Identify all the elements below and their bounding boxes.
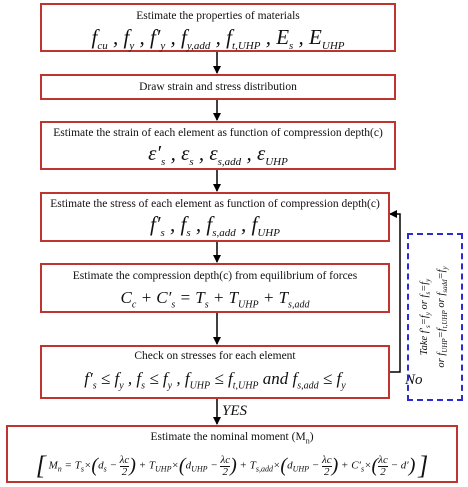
feedback-note-text: Take f′s=fy or fs=fy or fUHP=ft,UHP or f… [418,266,452,367]
no-label: No [405,372,423,388]
feedback-line-1: Take f′s=fy or fs=fy [418,278,432,356]
step-strain-stress-distribution: Draw strain and stress distribution [40,74,396,100]
step-formula: ε′s , εs , εs,add , εUHP [148,141,288,169]
feedback-loop-arrow [388,210,401,373]
step-title: Estimate the properties of materials [136,10,300,22]
step-nominal-moment: Estimate the nominal moment (Mn) [ Mn = … [6,425,458,483]
yes-label: YES [222,403,248,419]
step-material-properties: Estimate the properties of materials fcu… [40,3,396,52]
step-title: Check on stresses for each element [134,350,296,362]
step-stress-estimation: Estimate the stress of each element as f… [40,192,390,242]
step-title: Estimate the stress of each element as f… [50,198,380,210]
step-title: Estimate the strain of each element as f… [53,127,383,139]
step-formula: Cc + C′s = Ts + TUHP + Ts,add [120,288,310,311]
step-stress-check: Check on stresses for each element f′s ≤… [40,345,390,399]
step-compression-depth: Estimate the compression depth(c) from e… [40,263,390,313]
step-title: Estimate the nominal moment (Mn) [150,431,314,446]
step-title: Estimate the compression depth(c) from e… [72,270,358,282]
step-formula: fcu , fy , f′y , fy,add , ft,UHP , Es , … [91,25,345,53]
step-formula: f′s ≤ fy , fs ≤ fy , fUHP ≤ ft,UHP and f… [84,369,346,392]
feedback-line-2: or fUHP=ft,UHP or fsadd=fy [436,266,450,368]
step-title: Draw strain and stress distribution [139,81,297,93]
feedback-note-box: Take f′s=fy or fs=fy or fUHP=ft,UHP or f… [407,233,463,401]
step-strain-estimation: Estimate the strain of each element as f… [40,121,396,170]
step-formula: f′s , fs , fs,add , fUHP [150,212,280,240]
